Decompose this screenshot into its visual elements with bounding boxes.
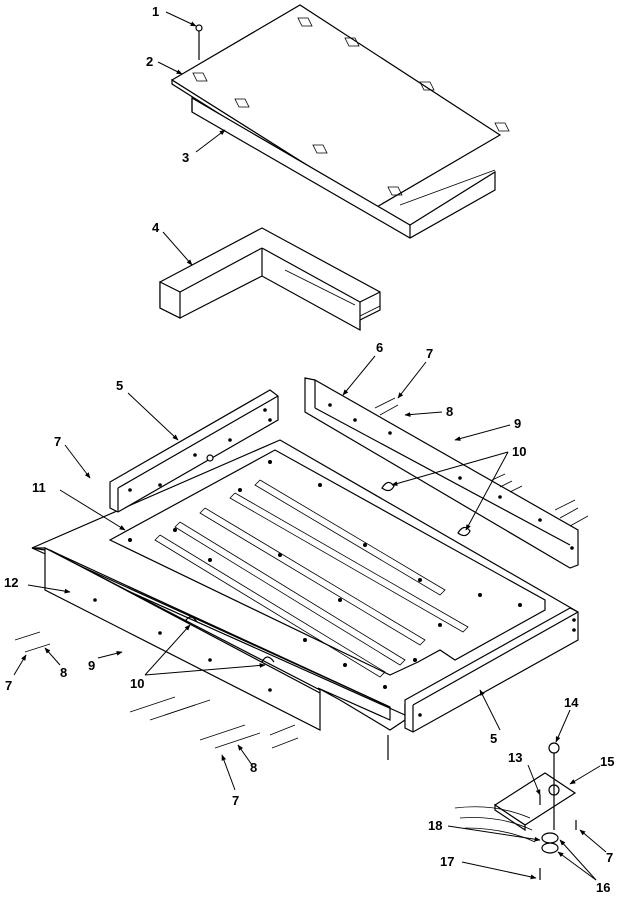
callout-1: 1 xyxy=(152,4,159,19)
callout-10-top: 10 xyxy=(512,444,526,459)
screws-right-rail xyxy=(374,397,589,527)
callout-5-left: 5 xyxy=(116,378,123,393)
l-foam-part-4 xyxy=(159,227,381,332)
callout-4: 4 xyxy=(152,220,160,235)
callout-8-front: 8 xyxy=(250,760,257,775)
callout-6: 6 xyxy=(376,340,383,355)
side-rail-right-part-6 xyxy=(304,377,579,569)
callout-8-front-left: 8 xyxy=(60,665,67,680)
bracket-assembly-parts-13-18 xyxy=(454,742,577,880)
callout-2: 2 xyxy=(146,54,153,69)
callout-7-front-left: 7 xyxy=(5,678,12,693)
callout-5-right: 5 xyxy=(490,731,497,746)
top-panel xyxy=(170,4,510,214)
callout-12: 12 xyxy=(4,575,18,590)
callout-15: 15 xyxy=(600,754,614,769)
foam-block-part-3 xyxy=(191,96,496,239)
callout-8-top: 8 xyxy=(446,404,453,419)
callout-18: 18 xyxy=(428,818,442,833)
callout-11: 11 xyxy=(32,480,46,495)
callout-7-front: 7 xyxy=(232,793,239,808)
callout-3: 3 xyxy=(182,150,189,165)
side-rail-front-right-part-5 xyxy=(404,607,579,733)
callout-9-front: 9 xyxy=(88,658,95,673)
callout-16: 16 xyxy=(596,880,610,895)
callout-17: 17 xyxy=(440,854,454,869)
screw-part-1 xyxy=(195,24,203,60)
callout-14: 14 xyxy=(564,695,579,710)
callout-labels: 1 2 3 4 5 6 7 8 9 10 7 11 12 7 8 9 xyxy=(4,4,614,895)
callout-13: 13 xyxy=(508,750,522,765)
callout-7-bracket: 7 xyxy=(606,850,613,865)
screws-front-rail xyxy=(14,631,299,749)
front-rail-part-12 xyxy=(44,547,321,731)
callout-7-left: 7 xyxy=(54,434,61,449)
callout-9-top: 9 xyxy=(514,416,521,431)
callout-10-front: 10 xyxy=(130,676,144,691)
callout-7-top: 7 xyxy=(426,346,433,361)
side-rail-left-part-5 xyxy=(109,389,279,513)
